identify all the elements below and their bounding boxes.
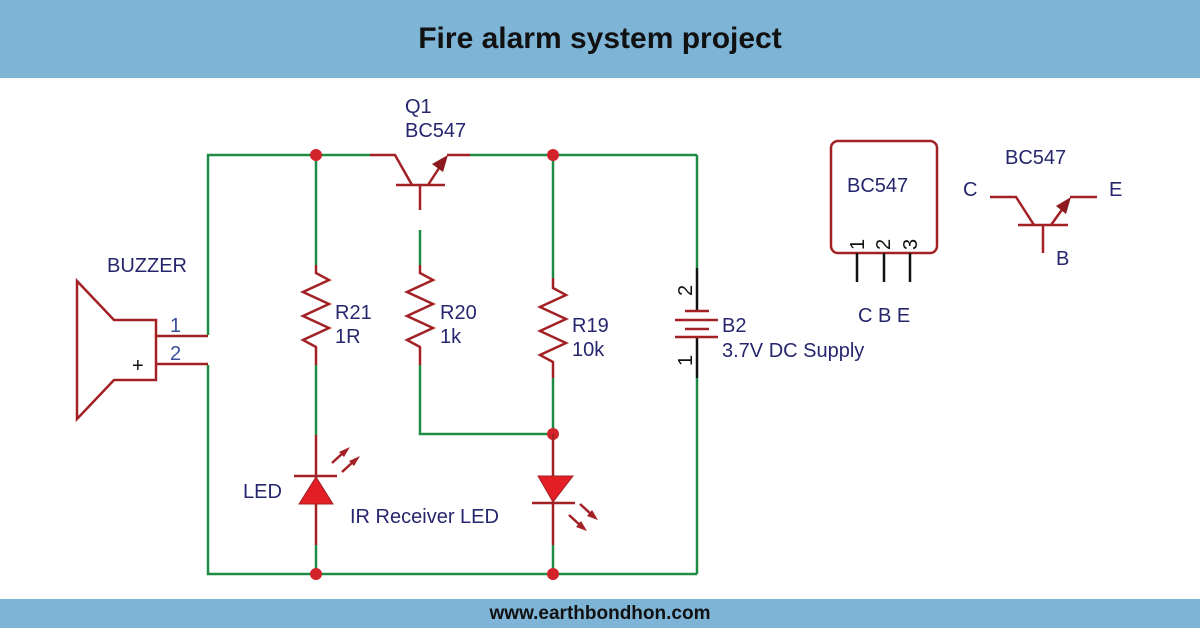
resistor-r20: R20 1k (404, 265, 477, 365)
symbol-c: C (963, 179, 977, 201)
bc547-package: BC547 1 2 3 C B E (829, 139, 939, 327)
transistor-q1: Q1 BC547 (370, 96, 470, 210)
bc547-symbol: BC547 C E B (963, 147, 1122, 270)
ir-led-label: IR Receiver LED (350, 506, 499, 528)
buzzer-pin2: 2 (170, 343, 181, 365)
led: LED (243, 435, 360, 545)
ir-receiver-led: IR Receiver LED (350, 434, 598, 545)
junction-node (547, 149, 559, 161)
junction-node (310, 568, 322, 580)
battery-pin1: 1 (675, 355, 697, 366)
symbol-emitter-arrow-icon (1056, 197, 1071, 214)
symbol-label: BC547 (1005, 147, 1066, 169)
battery-b2: 2 1 B2 3.7V DC Supply (675, 268, 864, 378)
footer-url[interactable]: www.earthbondhon.com (489, 602, 711, 624)
footer-banner: www.earthbondhon.com (0, 599, 1200, 628)
r20-ref: R20 (440, 302, 477, 324)
buzzer-symbol: BUZZER 1 2 + (75, 255, 208, 423)
r19-ref: R19 (572, 315, 609, 337)
page-title: Fire alarm system project (418, 22, 782, 55)
wire-r20-bottom (418, 365, 553, 436)
battery-pin2: 2 (675, 285, 697, 296)
ir-diode-icon (537, 475, 575, 503)
junction-node (547, 568, 559, 580)
buzzer-label: BUZZER (107, 255, 187, 277)
led-label: LED (243, 481, 282, 503)
symbol-b: B (1056, 248, 1069, 270)
junction-node (310, 149, 322, 161)
resistor-r21: R21 1R (300, 265, 372, 365)
emitter-arrow-icon (432, 155, 448, 172)
battery-ref: B2 (722, 315, 746, 337)
package-pin-names: C B E (858, 305, 910, 327)
package-outline (829, 139, 939, 255)
r21-ref: R21 (335, 302, 372, 324)
title-banner: Fire alarm system project (0, 0, 1200, 78)
junction-nodes (310, 149, 559, 580)
resistor-r19: R19 10k (537, 278, 609, 378)
r19-value: 10k (572, 339, 605, 361)
package-pin-1: 1 (847, 239, 869, 250)
wire-bottom (206, 365, 697, 576)
led-diode-icon (298, 476, 334, 505)
package-pin-2: 2 (873, 239, 895, 250)
r21-value: 1R (335, 326, 361, 348)
buzzer-pin1: 1 (170, 315, 181, 337)
buzzer-polarity: + (132, 355, 144, 377)
package-label: BC547 (847, 175, 908, 197)
battery-value: 3.7V DC Supply (722, 340, 864, 362)
speaker-icon (75, 277, 158, 423)
package-pin-3: 3 (900, 239, 922, 250)
symbol-e: E (1109, 179, 1122, 201)
r20-value: 1k (440, 326, 462, 348)
q1-part: BC547 (405, 120, 466, 142)
q1-ref: Q1 (405, 96, 432, 118)
